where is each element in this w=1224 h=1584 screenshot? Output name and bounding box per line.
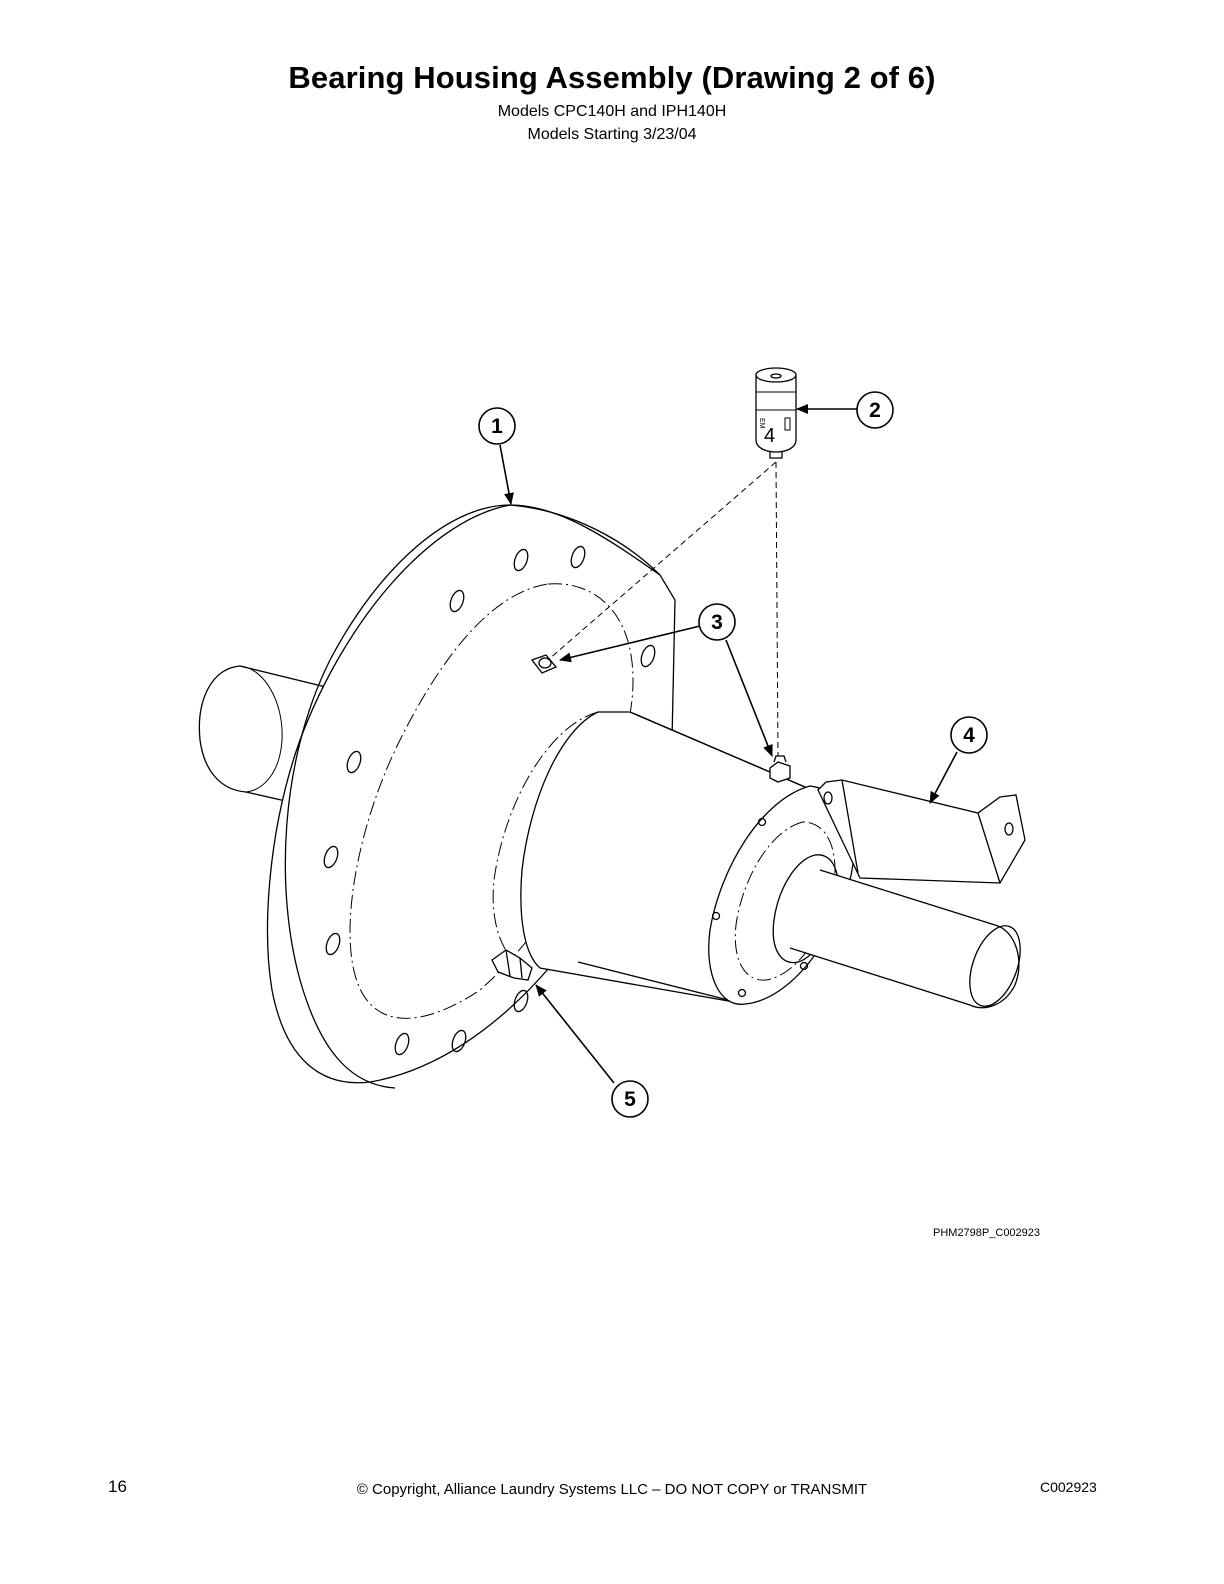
drawing-id: PHM2798P_C002923 [933, 1227, 1041, 1239]
lubricator: 4 EM [755, 367, 797, 459]
flange-bolt-holes [323, 545, 656, 1056]
models-start-subtitle: Models Starting 3/23/04 [527, 126, 697, 143]
callout-1: 1 [478, 407, 516, 445]
callout-4: 4 [950, 716, 988, 754]
callout-2: 2 [856, 391, 894, 429]
callout-5: 5 [611, 1080, 649, 1118]
flange [266, 504, 676, 1089]
lubricator-small-label: EM [758, 418, 765, 429]
install-path-lower [775, 461, 779, 757]
lubricator-label: 4 [764, 425, 775, 447]
callout-3-number: 3 [711, 611, 723, 634]
page-title: Bearing Housing Assembly (Drawing 2 of 6… [288, 60, 936, 95]
callout-3: 3 [698, 603, 736, 641]
grease-fitting-upper [530, 654, 558, 674]
right-shaft [789, 869, 1021, 1009]
callout-5-number: 5 [624, 1088, 636, 1111]
leader-lines [499, 404, 958, 1084]
mounting-bracket [817, 779, 1026, 884]
callout-2-number: 2 [869, 399, 881, 422]
copyright-notice: © Copyright, Alliance Laundry Systems LL… [356, 1481, 868, 1498]
document-code: C002923 [1040, 1479, 1097, 1495]
breather-plug [491, 949, 533, 981]
grease-fitting-lower [769, 755, 791, 783]
install-path-upper [547, 461, 777, 661]
page-number: 16 [108, 1477, 127, 1496]
callout-4-number: 4 [963, 724, 975, 747]
models-subtitle: Models CPC140H and IPH140H [497, 103, 727, 120]
callout-1-number: 1 [491, 415, 503, 438]
